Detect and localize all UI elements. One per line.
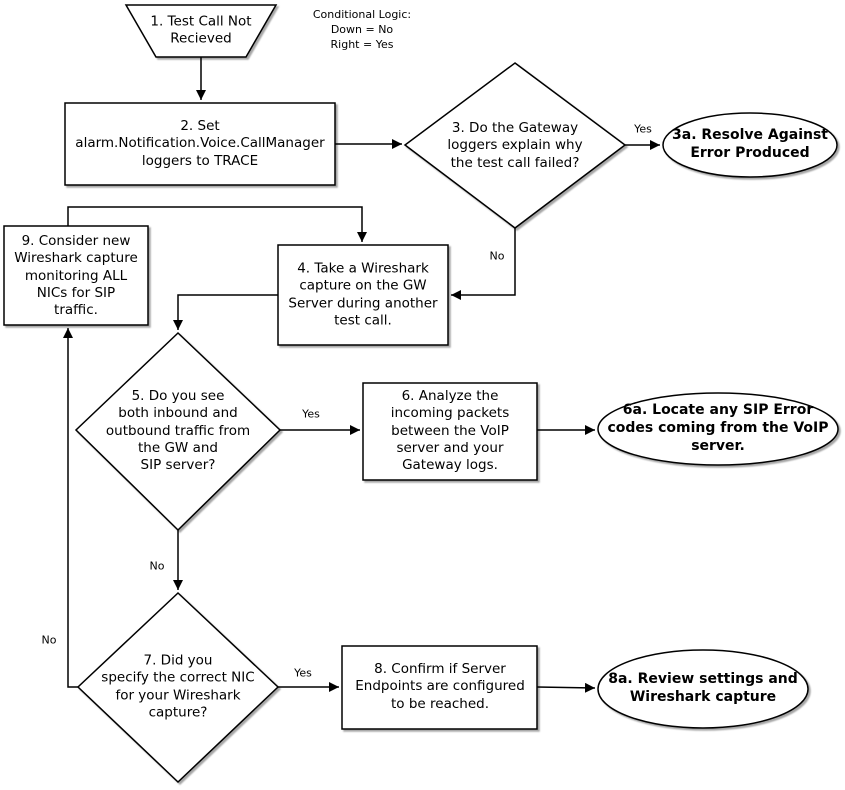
shapes-layer: [3, 4, 839, 784]
node-3-decision-shape: [403, 62, 627, 229]
node-6-process-shape: [362, 382, 538, 481]
node-6a-terminator-shape: [597, 392, 839, 466]
node-8a-terminator-shape: [597, 649, 809, 729]
node-6-label: 6. Analyze the incoming packets between …: [390, 387, 510, 473]
node-5-label: 5. Do you see both inbound and outbound …: [105, 387, 251, 473]
node-6a-label: 6a. Locate any SIP Error codes coming fr…: [607, 402, 829, 454]
edge-3-yes-label: Yes: [634, 122, 652, 136]
edge-7-yes-label: Yes: [294, 666, 312, 680]
node-8-label: 8. Confirm if Server Endpoints are confi…: [355, 661, 525, 712]
edge-4-to-5: [173, 294, 278, 330]
edge-9-to-4: [67, 206, 367, 242]
node-3a-label: 3a. Resolve Against Error Produced: [672, 127, 828, 161]
node-2-label: 2. Set alarm.Notification.Voice.CallMana…: [75, 118, 325, 169]
edge-8-to-8a: [536, 682, 596, 693]
edge-5-no-label: No: [149, 559, 165, 573]
node-4-process-shape: [277, 244, 449, 346]
edge-7-no-label: No: [41, 633, 57, 647]
node-7-label: 7. Did you specify the correct NIC for y…: [101, 652, 255, 721]
node-3a-terminator-shape: [662, 112, 838, 178]
edge-7-no-to-9: [63, 328, 78, 688]
edge-3-no-label: No: [489, 249, 505, 263]
node-1-label: 1. Test Call Not Recieved: [150, 13, 252, 47]
node-2-process-shape: [64, 102, 336, 186]
node-7-decision-shape: [76, 591, 280, 784]
node-8-process-shape: [341, 645, 538, 730]
node-8a-label: 8a. Review settings and Wireshark captur…: [608, 671, 798, 705]
edge-3-no-to-4: [451, 228, 516, 300]
node-9-process-shape: [3, 225, 149, 326]
edges-layer: [63, 57, 660, 693]
node-9-label: 9. Consider new Wireshark capture monito…: [14, 232, 138, 318]
node-5-decision-shape: [74, 331, 282, 532]
node-1-trapezoid-shape: [124, 4, 278, 58]
node-3-label: 3. Do the Gateway loggers explain why th…: [447, 120, 583, 171]
conditional-logic-note: Conditional Logic: Down = No Right = Yes: [312, 8, 412, 51]
node-4-label: 4. Take a Wireshark capture on the GW Se…: [288, 260, 438, 329]
edge-5-yes-label: Yes: [302, 407, 320, 421]
